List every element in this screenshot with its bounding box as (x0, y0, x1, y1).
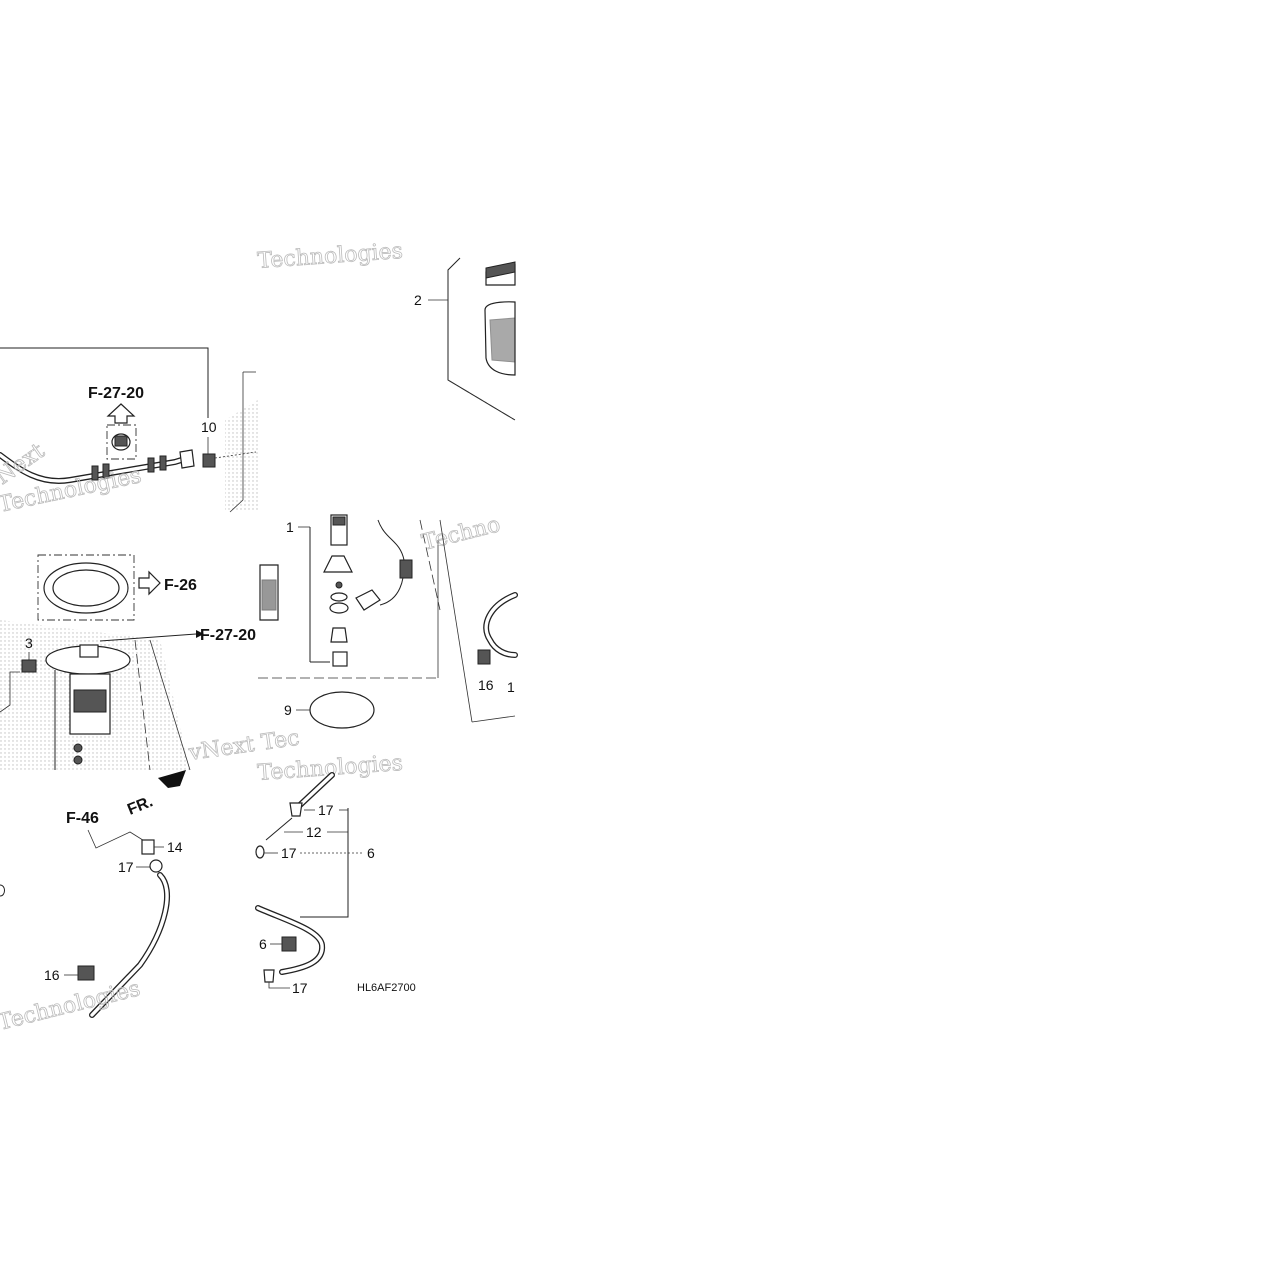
right-arrow-icon (138, 570, 161, 596)
callout-17c[interactable]: 17 (281, 845, 297, 861)
panel-top-right: 2 (414, 257, 516, 421)
watermark: Next (0, 439, 49, 490)
diagram-code: HL6AF2700 (357, 982, 416, 994)
o-ring-part-9 (309, 691, 375, 729)
hose-clip-16a (477, 649, 491, 665)
callout-2[interactable]: 2 (414, 292, 422, 308)
float-unit (355, 589, 381, 611)
hose-clip-16b (77, 965, 95, 981)
panel-bottom-center: Technologies 17 12 17 6 6 17 HL6AF2700 (255, 750, 416, 996)
callout-14[interactable]: 14 (167, 839, 183, 855)
front-label[interactable]: FR. (125, 793, 155, 818)
ref-f46[interactable]: F-46 (66, 810, 99, 827)
up-arrow-icon (106, 403, 136, 424)
panel-top-left: F-27-20 10 Technologies Next (0, 347, 258, 518)
connector-part-10 (202, 453, 216, 468)
panel-top-center: Technologies (256, 238, 404, 274)
callout-17d[interactable]: 17 (292, 980, 308, 996)
panel-mid-right: 16 1 (439, 519, 518, 723)
callout-3[interactable]: 3 (25, 635, 33, 651)
watermark: Technologies (257, 239, 404, 274)
watermark: Technologies (0, 976, 143, 1035)
seal-part-3 (21, 659, 37, 673)
ref-f26[interactable]: F-26 (164, 577, 197, 594)
clamp-part-14 (141, 839, 155, 855)
callout-16b[interactable]: 16 (44, 967, 60, 983)
ref-f27-20-top[interactable]: F-27-20 (88, 385, 144, 402)
panel-mid-center: 1 Techno 9 (258, 512, 503, 729)
callout-10[interactable]: 10 (201, 419, 217, 435)
callout-6[interactable]: 6 (367, 845, 375, 861)
panel-bottom-left-edge (0, 884, 5, 897)
callout-1-right[interactable]: 1 (507, 679, 515, 695)
watermark: Techno (419, 512, 503, 556)
panel-mid-left: F-26 F-27-20 3 (0, 554, 256, 771)
panel-bottom-left: FR. vNext Tec F-46 14 17 16 Technologies (0, 725, 301, 1036)
callout-12[interactable]: 12 (306, 824, 322, 840)
callout-16a[interactable]: 16 (478, 677, 494, 693)
hose-clip-6 (281, 936, 297, 952)
callout-6b[interactable]: 6 (259, 936, 267, 952)
callout-1[interactable]: 1 (286, 519, 294, 535)
callout-17b[interactable]: 17 (318, 802, 334, 818)
ref-f27-20-mid[interactable]: F-27-20 (200, 627, 256, 644)
callout-17a[interactable]: 17 (118, 859, 134, 875)
joint-pipe-12 (265, 817, 293, 841)
callout-9[interactable]: 9 (284, 702, 292, 718)
